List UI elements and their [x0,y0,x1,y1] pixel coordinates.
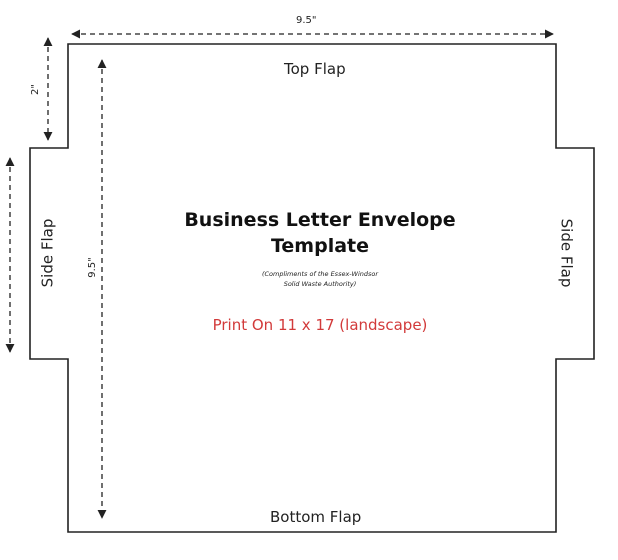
right-side-flap-label: Side Flap [557,218,576,288]
width-dimension-label: 9.5" [296,15,317,26]
height-dimension-label: 9.5" [86,257,98,278]
credit-line1: (Compliments of the Essex-Windsor [261,270,379,278]
flap-depth-label: 2" [29,84,41,95]
print-instruction: Print On 11 x 17 (landscape) [212,316,428,334]
left-side-flap-label: Side Flap [38,218,57,288]
envelope-outline [29,43,595,533]
credit-line2: Solid Waste Authority) [283,280,357,288]
top-flap-label: Top Flap [284,60,346,78]
bottom-flap-label: Bottom Flap [270,508,362,526]
template-title-line2: Template [270,235,370,257]
template-title-line1: Business Letter Envelope [184,209,456,231]
